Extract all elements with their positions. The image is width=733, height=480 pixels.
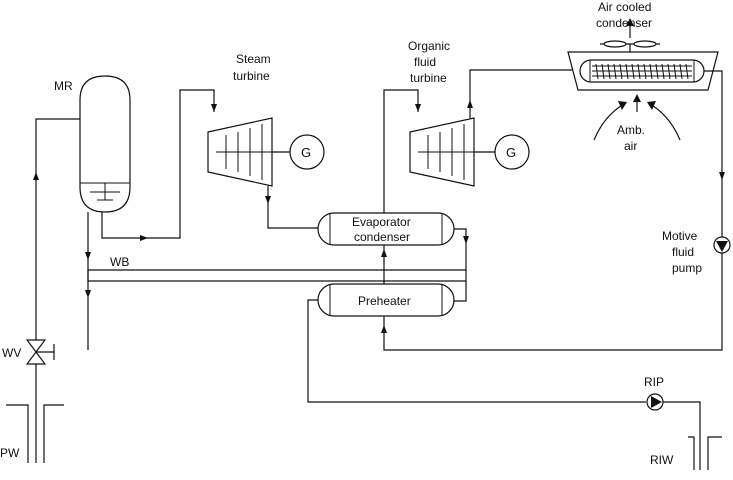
mr-vessel — [79, 75, 131, 213]
flow-arrow — [85, 252, 91, 260]
organic-label-3: turbine — [410, 71, 447, 85]
steam-turbine-label-2: turbine — [233, 69, 270, 83]
ambient-air-arrows — [593, 94, 681, 141]
reinjection-line — [307, 299, 646, 403]
rip-label: RIP — [644, 375, 664, 389]
flow-arrow — [415, 104, 421, 112]
flow-arrow — [719, 172, 725, 180]
flow-arrow — [85, 290, 91, 298]
riw-label: RIW — [650, 453, 674, 467]
wb-return-line — [87, 270, 466, 282]
flow-arrow — [33, 172, 39, 180]
rip-pump — [646, 393, 664, 411]
mr-label: MR — [54, 79, 73, 93]
air-cooled-label-2: condenser — [596, 16, 652, 30]
flow-arrow — [381, 249, 387, 257]
flow-arrow — [211, 104, 217, 112]
preheater-right-link — [454, 291, 467, 302]
amb-label-1: Amb. — [617, 123, 645, 137]
steam-exhaust-line — [267, 186, 318, 229]
condenser-outlet-line — [704, 70, 723, 237]
air-cooled-condenser — [567, 18, 719, 91]
riw-feed-line — [663, 401, 701, 470]
evaporator-label-2: condenser — [354, 230, 410, 244]
organic-exhaust-line — [469, 69, 580, 118]
steam-turbine — [207, 117, 325, 187]
riw-well — [688, 436, 722, 470]
organic-fluid-turbine — [409, 117, 530, 187]
wv-label: WV — [2, 346, 21, 360]
production-line — [35, 118, 80, 463]
motive-label-3: pump — [672, 261, 702, 275]
amb-label-2: air — [624, 139, 637, 153]
pw-well — [6, 404, 64, 463]
motive-label-1: Motive — [662, 229, 698, 243]
evaporator-label-1: Evaporator — [352, 215, 411, 229]
steam-turbine-label-1: Steam — [236, 52, 271, 66]
flow-arrow — [140, 235, 148, 241]
generator-2-label: G — [506, 145, 516, 160]
generator-1-label: G — [301, 145, 311, 160]
steam-line — [101, 89, 215, 239]
pw-label: PW — [0, 446, 20, 460]
flow-arrow — [265, 196, 271, 204]
evaporator-condenser — [317, 212, 455, 246]
motive-label-2: fluid — [672, 245, 694, 259]
flow-arrow — [467, 100, 473, 108]
organic-label-2: fluid — [414, 55, 436, 69]
organic-label-1: Organic — [408, 39, 450, 53]
wv-valve — [25, 339, 55, 365]
preheater-label: Preheater — [358, 294, 411, 308]
flow-arrow — [381, 325, 387, 333]
flow-arrow — [463, 236, 469, 244]
motive-fluid-pump — [713, 236, 731, 254]
air-cooled-label-1: Air cooled — [598, 0, 651, 14]
organic-vapour-line — [383, 89, 419, 213]
wb-label: WB — [110, 255, 129, 269]
